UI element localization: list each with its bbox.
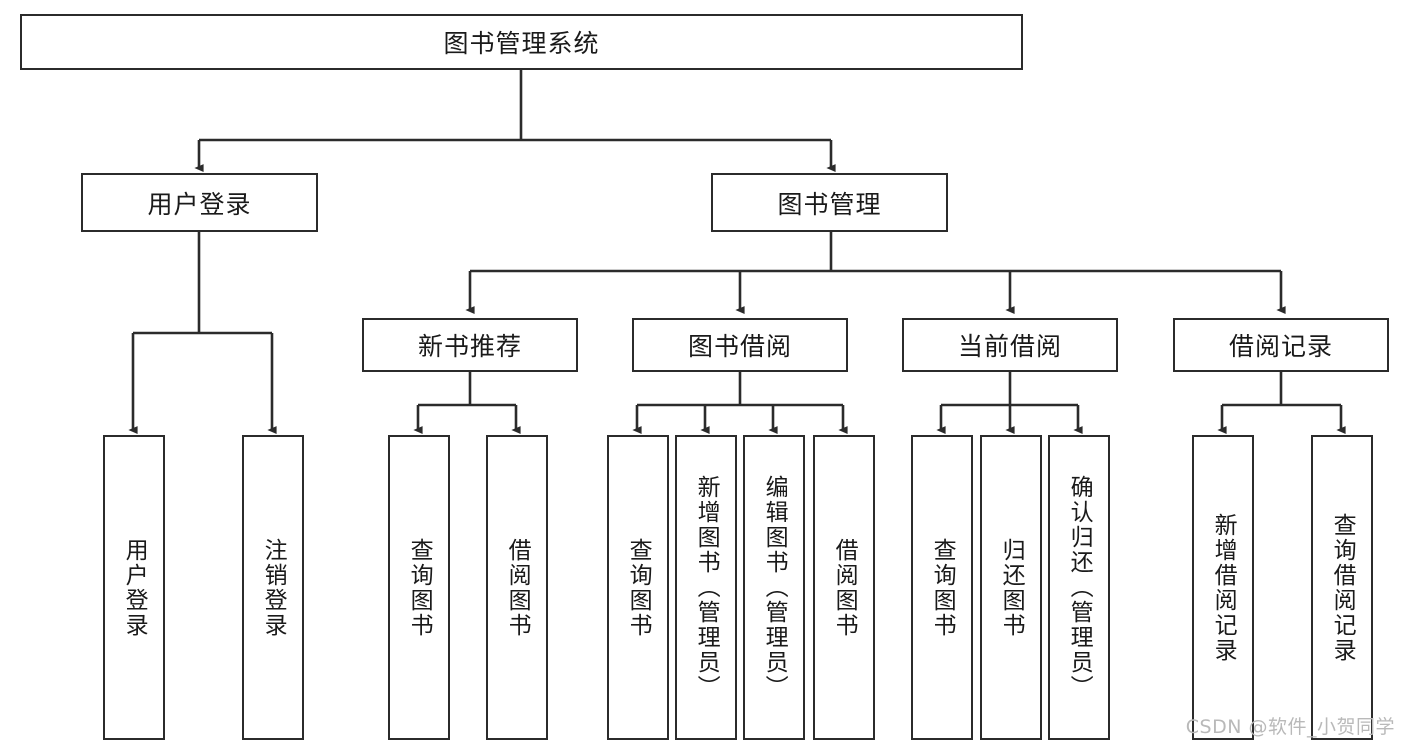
leaf-add-book-admin[interactable]: 新增图书（管理员）	[675, 435, 737, 740]
node-book-management[interactable]: 图书管理	[711, 173, 948, 232]
leaf-borrow-book-recommend[interactable]: 借阅图书	[486, 435, 548, 740]
node-label: 注销登录	[260, 537, 287, 638]
node-label: 借阅图书	[831, 537, 858, 638]
node-book-borrow[interactable]: 图书借阅	[632, 318, 848, 372]
node-label: 图书管理系统	[443, 29, 600, 58]
leaf-borrow-book[interactable]: 借阅图书	[813, 435, 875, 740]
node-label: 编辑图书（管理员）	[761, 475, 788, 700]
leaf-query-book-recommend[interactable]: 查询图书	[388, 435, 450, 740]
node-library-management-system[interactable]: 图书管理系统	[20, 14, 1023, 70]
leaf-edit-book-admin[interactable]: 编辑图书（管理员）	[743, 435, 805, 740]
leaf-query-borrow-record[interactable]: 查询借阅记录	[1311, 435, 1373, 740]
leaf-return-book[interactable]: 归还图书	[980, 435, 1042, 740]
leaf-logout[interactable]: 注销登录	[242, 435, 304, 740]
node-current-borrow[interactable]: 当前借阅	[902, 318, 1118, 372]
node-label: 借阅记录	[1228, 332, 1333, 361]
node-label: 查询借阅记录	[1329, 512, 1356, 663]
node-borrow-record[interactable]: 借阅记录	[1173, 318, 1389, 372]
leaf-query-book-current[interactable]: 查询图书	[911, 435, 973, 740]
node-label: 用户登录	[147, 189, 252, 219]
node-label: 新增借阅记录	[1210, 512, 1237, 663]
leaf-confirm-return-admin[interactable]: 确认归还（管理员）	[1048, 435, 1110, 740]
node-user-login[interactable]: 用户登录	[81, 173, 318, 232]
leaf-user-login[interactable]: 用户登录	[103, 435, 165, 740]
node-label: 图书管理	[777, 189, 882, 219]
node-label: 当前借阅	[957, 332, 1062, 361]
node-label: 图书借阅	[687, 332, 792, 361]
node-label: 确认归还（管理员）	[1066, 475, 1093, 700]
node-label: 查询图书	[929, 537, 956, 638]
watermark-text: CSDN @软件_小贺同学	[1185, 716, 1395, 738]
leaf-query-book-borrow[interactable]: 查询图书	[607, 435, 669, 740]
node-label: 借阅图书	[504, 537, 531, 638]
node-label: 归还图书	[998, 537, 1025, 638]
node-label: 查询图书	[406, 537, 433, 638]
node-new-book-recommendation[interactable]: 新书推荐	[362, 318, 578, 372]
node-label: 查询图书	[625, 537, 652, 638]
node-label: 新书推荐	[417, 332, 522, 361]
node-label: 新增图书（管理员）	[693, 475, 720, 700]
node-label: 用户登录	[121, 537, 148, 638]
leaf-add-borrow-record[interactable]: 新增借阅记录	[1192, 435, 1254, 740]
